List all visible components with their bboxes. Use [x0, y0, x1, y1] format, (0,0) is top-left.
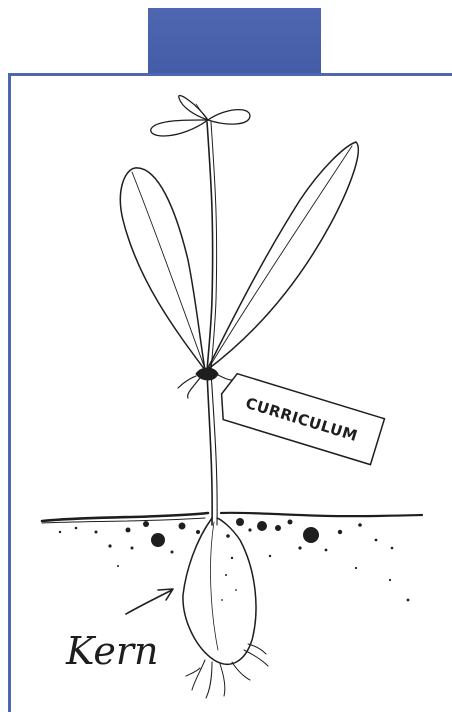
left-leaf	[120, 168, 205, 370]
stem	[207, 122, 217, 525]
curriculum-tag: CURRICULUM	[215, 371, 385, 465]
cotyledon-leaves	[151, 96, 250, 136]
soil-particles	[59, 518, 410, 601]
bulb	[183, 518, 256, 664]
kern-label: Kern	[65, 629, 159, 673]
soil-line	[42, 513, 422, 523]
right-leaf	[207, 142, 358, 370]
arrow-icon	[126, 589, 173, 614]
roots	[186, 644, 268, 698]
